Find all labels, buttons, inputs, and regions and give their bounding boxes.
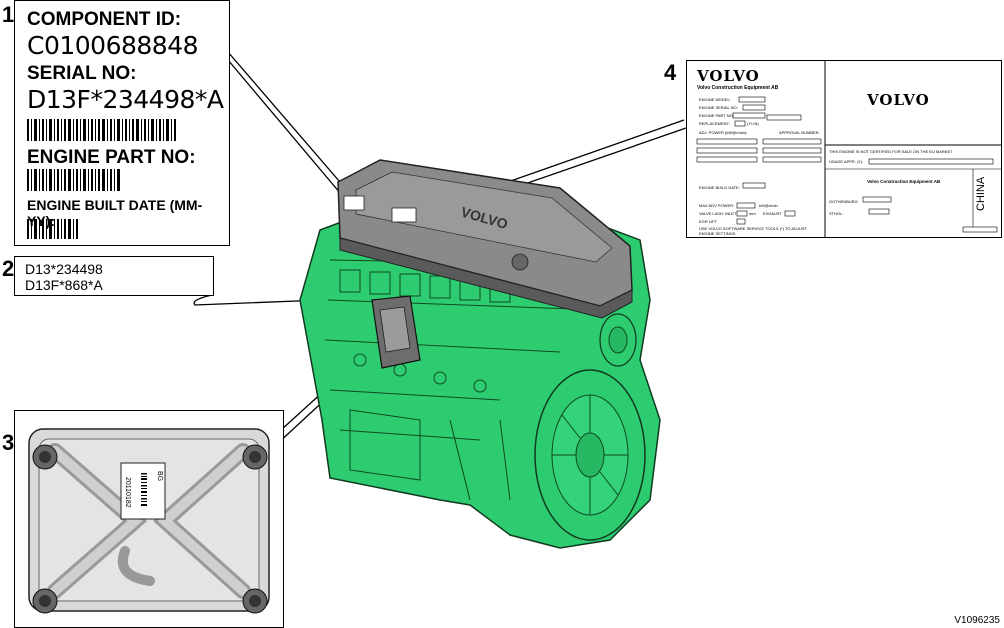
plate-egr-lift: EGR LIFT	[699, 219, 718, 224]
ecu-unit	[371, 295, 421, 369]
engine-part-no-heading: ENGINE PART NO:	[27, 147, 196, 168]
plate-certified-note: THIS ENGINE IS NOT CERTIFIED FOR SALE ON…	[829, 149, 953, 154]
stamp-line-2: D13F*868*A	[25, 277, 103, 293]
plate-exhaust: EXHAUST	[763, 211, 782, 216]
plate-vce-ab: Volvo Construction Equipment AB	[867, 179, 941, 184]
plate-usage-appr: USAGE APPR. (1):	[829, 159, 864, 164]
plate-max-adv-unit: kW@r/min	[759, 203, 778, 208]
ecu-closeup-box: 20110182 BG	[14, 410, 284, 628]
callout-number-2: 2	[2, 256, 15, 281]
valve-cover: VOLVO	[337, 159, 633, 319]
figure-reference: V1096235	[954, 615, 1000, 626]
plate-gothenburg: GOTHENBURG:	[829, 199, 859, 204]
built-date-barcode	[27, 219, 78, 239]
callout-number-3: 3	[2, 430, 15, 455]
plate-approval-number: APPROVAL NUMBER:	[779, 130, 820, 135]
plate-replacement-unit: (Y/=N)	[747, 121, 759, 126]
plate-valve-lash: VALVE LASH: INLET	[699, 211, 737, 216]
plate-max-adv-power: MAX ADV POWER:	[699, 203, 735, 208]
ecu-sticker-number: 20110182	[124, 477, 131, 508]
component-id-label: COMPONENT ID: C0100688848 SERIAL NO: D13…	[14, 0, 230, 246]
serial-barcode	[27, 119, 176, 141]
plate-volvo-logo-left: VOLVO	[697, 67, 760, 85]
callout-number-1: 1	[2, 2, 15, 27]
engine-part-barcode	[27, 169, 120, 191]
plate-engine-model: ENGINE MODEL:	[699, 97, 731, 102]
engine-plate: VOLVO Volvo Construction Equipment AB VO…	[686, 60, 1002, 238]
plate-replacement: REPLACEMENT:	[699, 121, 730, 126]
engine-block-stamp-label: D13*234498 D13F*868*A	[14, 256, 214, 296]
plate-engine-part: ENGINE PART NO:	[699, 113, 734, 118]
engine-plate-grid	[696, 61, 1001, 237]
plate-adj-power: ADJ. POWER (kW@r/min):	[699, 130, 748, 135]
stamp-line-1: D13*234498	[25, 261, 103, 277]
component-id-heading: COMPONENT ID:	[27, 9, 182, 30]
plate-valve-unit: mm	[749, 211, 756, 216]
plate-country-china: CHINA	[975, 176, 987, 211]
ecu-screws	[32, 444, 268, 614]
ecu-closeup-drawing	[28, 428, 270, 614]
plate-volvo-logo-right: VOLVO	[867, 91, 930, 109]
serial-no-value: D13F*234498*A	[27, 85, 224, 114]
plate-software-note: USE VOLVO SOFTWARE SERVICE TOOLS (*) TO …	[699, 226, 807, 236]
callout-number-4: 4	[664, 60, 677, 85]
serial-no-heading: SERIAL NO:	[27, 63, 137, 84]
ecu-sticker-code: BG	[156, 471, 163, 482]
component-id-value: C0100688848	[27, 31, 199, 60]
plate-build-date: ENGINE BUILD DATE:	[699, 185, 740, 190]
plate-sthol: STHOL:	[829, 211, 844, 216]
plate-engine-serial: ENGINE SERIAL NO:	[699, 105, 738, 110]
plate-company-name: Volvo Construction Equipment AB	[697, 85, 779, 91]
